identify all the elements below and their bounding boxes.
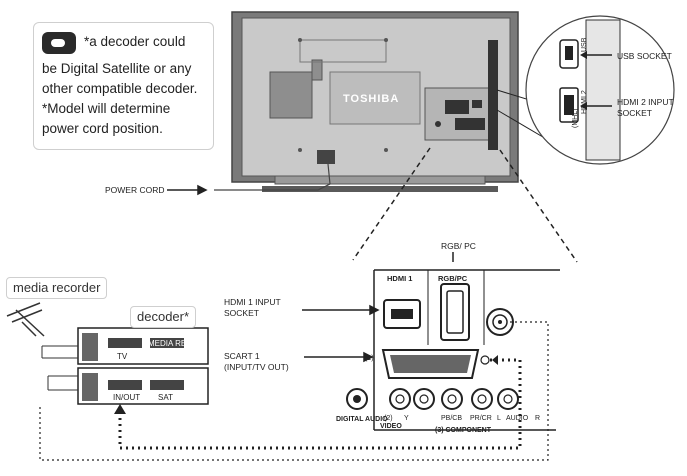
connection-panel bbox=[346, 268, 573, 466]
side-usb-label: USB bbox=[581, 37, 588, 52]
tv-brand-logo: TOSHIBA bbox=[343, 93, 400, 105]
dotted-cables bbox=[39, 321, 549, 461]
hdmi1-input-label-line1: HDMI 1 INPUT bbox=[224, 297, 281, 307]
usb-socket-label: USB SOCKET bbox=[617, 51, 672, 61]
tv-back bbox=[214, 11, 519, 192]
device-inout-label: IN/OUT bbox=[113, 393, 141, 402]
note-line-4: *Model will determine bbox=[42, 101, 171, 116]
panel-digital-audio-label: DIGITAL AUDIO bbox=[336, 416, 388, 423]
decoder-label: decoder* bbox=[130, 306, 197, 328]
hdmi2-input-label-line1: HDMI 2 INPUT bbox=[617, 97, 674, 107]
note-line-1: *a decoder could bbox=[84, 34, 186, 49]
note-line-2: be Digital Satellite or any bbox=[42, 61, 192, 76]
panel-audio-label: AUDIO bbox=[506, 415, 529, 422]
panel-y-label: Y bbox=[404, 415, 409, 422]
external-devices bbox=[6, 302, 209, 405]
panel-video-label: VIDEO bbox=[380, 423, 402, 430]
note-line-3: other compatible decoder. bbox=[42, 81, 198, 96]
decoder-device bbox=[77, 367, 209, 405]
zoom-lines bbox=[352, 147, 578, 263]
panel-pb-label: PB/CB bbox=[441, 415, 463, 422]
component-jacks bbox=[389, 388, 519, 410]
power-cord-label: POWER CORD bbox=[105, 185, 165, 195]
hand-pointer-icon bbox=[42, 32, 76, 54]
side-mhl-label: (MHL) bbox=[572, 108, 579, 128]
decoder-note-box: *a decoder could be Digital Satellite or… bbox=[33, 22, 214, 150]
panel-hdmi1-label: HDMI 1 bbox=[387, 274, 413, 283]
media-recorder-label: media recorder bbox=[6, 277, 108, 299]
panel-pr-label: PR/CR bbox=[470, 415, 492, 422]
hdmi1-input-label-line2: SOCKET bbox=[224, 308, 259, 318]
panel-rgbpc-label: RGB/PC bbox=[438, 274, 468, 283]
callout-arrows bbox=[167, 184, 454, 363]
media-rec-plate-label: MEDIA REC bbox=[148, 339, 193, 348]
panel-scart-label: (1) bbox=[365, 355, 374, 362]
panel-video-num-label: (2) bbox=[384, 415, 393, 422]
scart1-label-line2: (INPUT/TV OUT) bbox=[224, 362, 289, 372]
media-recorder-device bbox=[77, 327, 209, 365]
note-line-5: power cord position. bbox=[42, 121, 163, 136]
panel-r-label: R bbox=[535, 415, 541, 422]
side-panel-magnifier bbox=[496, 15, 675, 165]
device-tv-label: TV bbox=[117, 352, 128, 361]
scart1-label-line1: SCART 1 bbox=[224, 351, 260, 361]
hdmi2-input-label-line2: SOCKET bbox=[617, 108, 652, 118]
panel-l-label: L bbox=[497, 415, 501, 422]
device-sat-label: SAT bbox=[158, 393, 173, 402]
rgb-pc-label: RGB/ PC bbox=[441, 241, 476, 251]
panel-component-label: (3) COMPONENT bbox=[435, 427, 491, 434]
